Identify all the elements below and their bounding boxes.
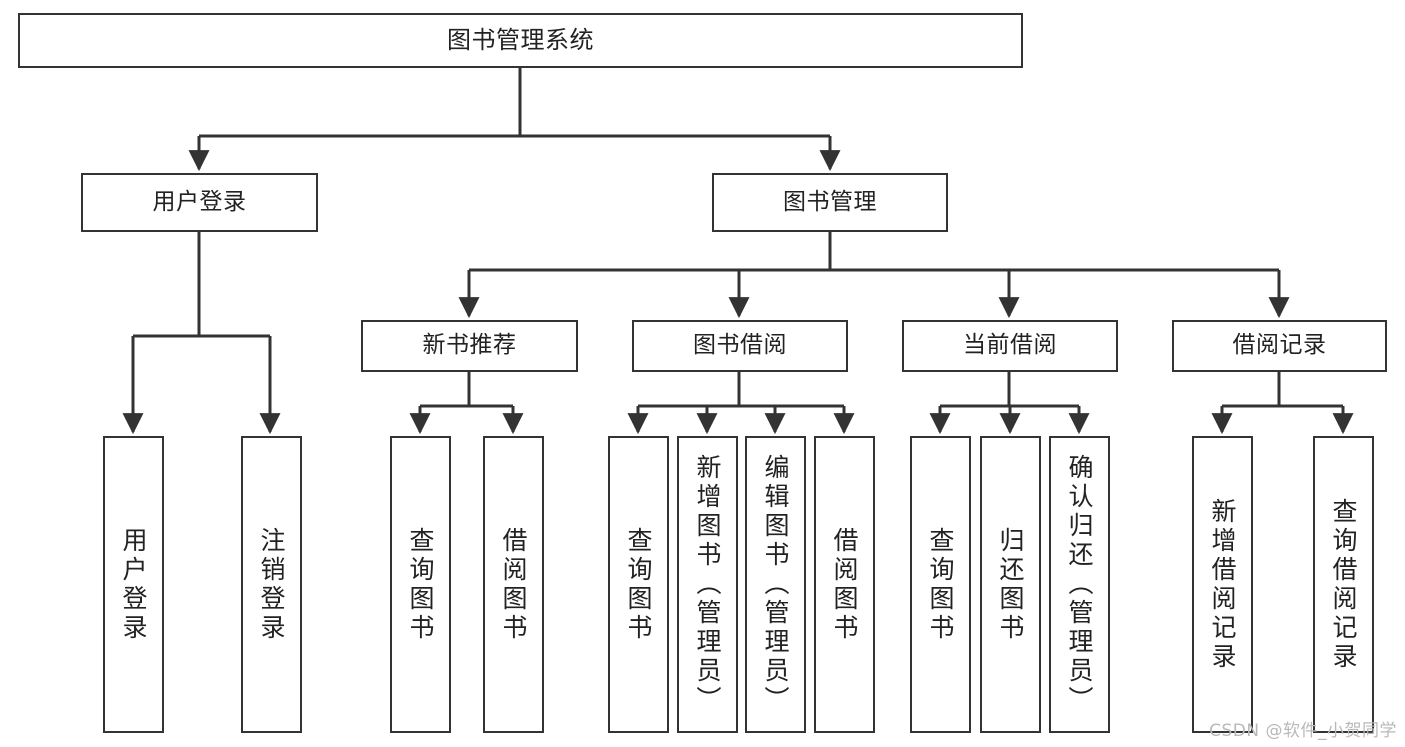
node-user-login[interactable]: 用户登录: [81, 173, 318, 232]
leaf-borrow-book[interactable]: 借阅图书: [814, 436, 875, 733]
node-label: 查询图书: [406, 526, 435, 643]
node-label: 图书管理: [783, 188, 877, 215]
node-borrow-records[interactable]: 借阅记录: [1172, 320, 1387, 372]
node-new-book-recommend[interactable]: 新书推荐: [361, 320, 578, 372]
node-current-borrow[interactable]: 当前借阅: [902, 320, 1118, 372]
node-book-borrow[interactable]: 图书借阅: [632, 320, 848, 372]
node-label: 归还图书: [996, 526, 1025, 643]
node-label: 查询图书: [624, 526, 653, 643]
node-label: 借阅图书: [830, 526, 859, 643]
node-label: 借阅记录: [1232, 332, 1327, 359]
leaf-query-borrow-record[interactable]: 查询借阅记录: [1313, 436, 1374, 733]
leaf-borrow-book-recommend[interactable]: 借阅图书: [483, 436, 544, 733]
node-label: 用户登录: [152, 188, 247, 215]
leaf-query-book-recommend[interactable]: 查询图书: [390, 436, 451, 733]
leaf-query-book-current[interactable]: 查询图书: [910, 436, 971, 733]
leaf-logout[interactable]: 注销登录: [241, 436, 302, 733]
node-label: 编辑图书（管理员）: [761, 454, 790, 715]
node-label: 注销登录: [257, 526, 286, 643]
node-label: 图书管理系统: [447, 26, 594, 55]
watermark-text: CSDN @软件_小贺同学: [1209, 721, 1397, 741]
leaf-edit-book-admin[interactable]: 编辑图书（管理员）: [745, 436, 806, 733]
leaf-user-login[interactable]: 用户登录: [103, 436, 164, 733]
leaf-query-book-borrow[interactable]: 查询图书: [608, 436, 669, 733]
node-label: 当前借阅: [963, 332, 1057, 359]
node-root-system[interactable]: 图书管理系统: [18, 13, 1023, 68]
node-label: 新书推荐: [422, 332, 517, 359]
node-book-management[interactable]: 图书管理: [712, 173, 948, 232]
node-label: 图书借阅: [693, 332, 787, 359]
leaf-return-book[interactable]: 归还图书: [980, 436, 1041, 733]
leaf-add-borrow-record[interactable]: 新增借阅记录: [1192, 436, 1253, 733]
node-label: 新增借阅记录: [1208, 497, 1237, 672]
node-label: 确认归还（管理员）: [1065, 454, 1094, 715]
node-label: 新增图书（管理员）: [693, 454, 722, 715]
leaf-add-book-admin[interactable]: 新增图书（管理员）: [677, 436, 738, 733]
leaf-confirm-return-admin[interactable]: 确认归还（管理员）: [1049, 436, 1110, 733]
node-label: 查询图书: [926, 526, 955, 643]
node-label: 借阅图书: [499, 526, 528, 643]
node-label: 查询借阅记录: [1329, 497, 1358, 672]
node-label: 用户登录: [119, 526, 148, 643]
